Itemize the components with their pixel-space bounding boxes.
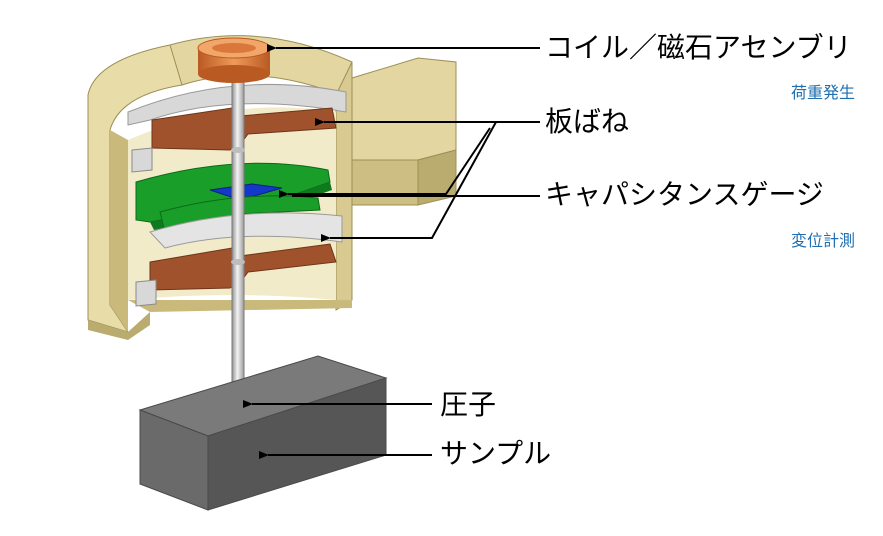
label-load-generation: 荷重発生 xyxy=(791,83,855,102)
label-indenter: 圧子 xyxy=(440,388,496,421)
leader-leaf-spring-b xyxy=(321,121,497,242)
indenter-shaft xyxy=(231,69,245,396)
sample-block xyxy=(138,355,388,511)
label-capacitance-gauge: キャパシタンスゲージ xyxy=(545,178,824,211)
coil-magnet-assembly xyxy=(197,37,271,83)
leader-lines xyxy=(243,44,540,459)
upper-guide-ring xyxy=(127,84,347,126)
label-leaf-spring: 板ばね xyxy=(545,105,629,138)
lower-guide-ring xyxy=(149,212,343,249)
label-displacement-measurement: 変位計測 xyxy=(791,231,855,250)
label-sample: サンプル xyxy=(440,437,551,470)
label-coil-magnet: コイル／磁石アセンブリ xyxy=(545,31,852,64)
leader-gauge-upper xyxy=(279,127,491,198)
